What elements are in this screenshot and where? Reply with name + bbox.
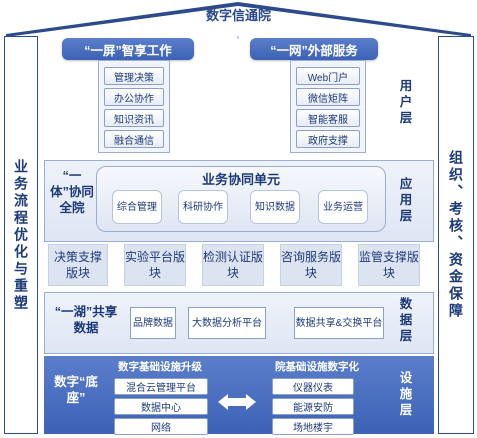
user-item[interactable]: 知识资讯: [104, 109, 164, 127]
user-item[interactable]: 智能客服: [296, 109, 360, 127]
user-item[interactable]: 微信矩阵: [296, 88, 360, 106]
infra-layer: [44, 356, 434, 434]
user-item[interactable]: Web门户: [296, 67, 360, 85]
infra-item[interactable]: 数据中心: [114, 398, 208, 415]
data-item[interactable]: 大数据分析平台: [188, 307, 266, 339]
app-side-label: “一体”协同全院: [50, 169, 94, 215]
data-side-label: “一湖”共享数据: [54, 305, 118, 335]
infra-item[interactable]: 场地楼宇: [272, 418, 354, 435]
module-block[interactable]: 咨询服务版块: [280, 244, 342, 286]
module-block[interactable]: 检测认证版块: [202, 244, 264, 286]
user-item[interactable]: 政府支撑: [296, 130, 360, 148]
module-block[interactable]: 实验平台版块: [124, 244, 186, 286]
coop-unit[interactable]: 科研协作: [178, 190, 228, 224]
module-block[interactable]: 监管支撑版块: [358, 244, 420, 286]
infra-side-label: 数字“底座”: [54, 375, 98, 405]
user-layer-label: 用户层: [399, 79, 413, 125]
left-pillar: 业务流程优化与重塑: [4, 36, 38, 434]
left-header: “一屏”智享工作: [62, 38, 194, 60]
infra-item[interactable]: 混合云管理平台: [114, 378, 208, 395]
app-layer-label: 应用层: [399, 177, 413, 223]
infra-left-title: 数字基础设施升级: [118, 361, 202, 373]
data-item[interactable]: 数据共享&交换平台: [294, 307, 384, 339]
data-layer-label: 数据层: [399, 297, 413, 343]
coop-unit[interactable]: 综合管理: [112, 190, 162, 224]
double-arrow-icon: [218, 394, 256, 410]
right-header: “一网”外部服务: [250, 38, 378, 60]
infra-item[interactable]: 仪器仪表: [272, 378, 354, 395]
right-pillar: 组织、考核、资金保障: [438, 36, 474, 434]
coop-unit[interactable]: 知识数据: [250, 190, 300, 224]
right-pillar-text: 组织、考核、资金保障: [448, 150, 464, 320]
infra-layer-label: 设施层: [399, 371, 413, 417]
roof-title: 数字信通院: [205, 8, 271, 23]
user-item[interactable]: 融合通信: [104, 130, 164, 148]
coop-unit[interactable]: 业务运营: [318, 190, 368, 224]
user-item[interactable]: 办公协作: [104, 88, 164, 106]
infra-item[interactable]: 网络: [114, 418, 208, 435]
coop-unit-title: 业务协同单元: [201, 172, 280, 187]
infra-right-title: 院基础设施数字化: [275, 361, 359, 373]
left-pillar-text: 业务流程优化与重塑: [13, 158, 29, 312]
infra-item[interactable]: 能源安防: [272, 398, 354, 415]
module-block[interactable]: 决策支撑版块: [48, 244, 108, 286]
user-item[interactable]: 管理决策: [104, 67, 164, 85]
data-item[interactable]: 品牌数据: [130, 307, 176, 339]
